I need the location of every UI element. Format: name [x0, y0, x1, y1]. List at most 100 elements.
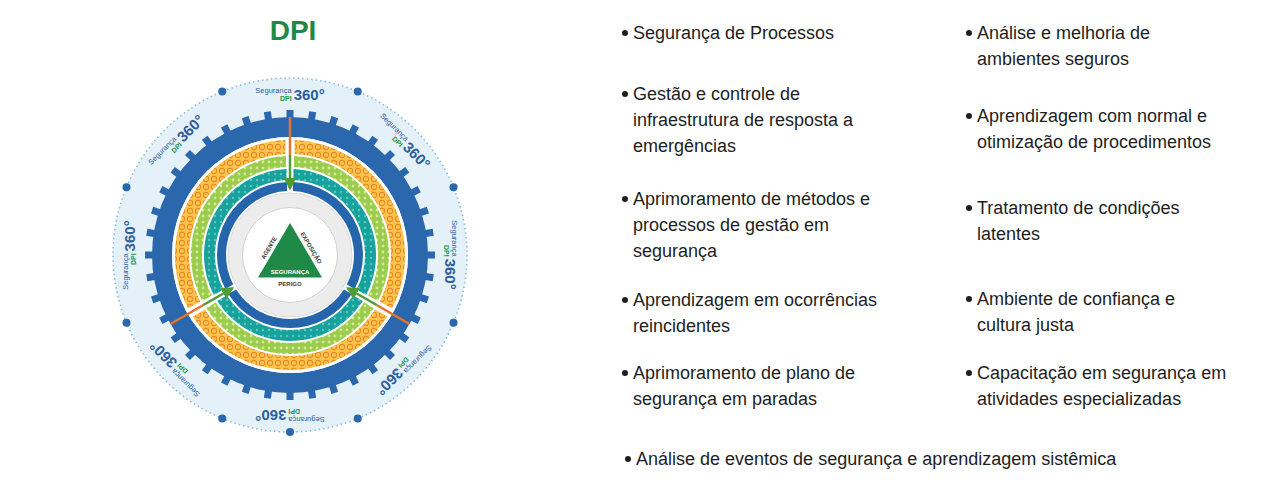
ring-number: 360°	[147, 338, 180, 371]
list-item: Ambiente de confiança e cultura justa	[977, 286, 1230, 338]
ring-dot	[450, 183, 458, 191]
bullet	[622, 370, 628, 376]
list-item: Aprendizagem com normal e otimização de …	[977, 103, 1230, 155]
ring-number: 360°	[400, 139, 433, 172]
ring-dot	[122, 183, 130, 191]
divider-arrow	[289, 155, 292, 188]
diagram-title: DPI	[193, 14, 393, 48]
gear-tooth	[384, 349, 395, 360]
ring-dot	[354, 87, 362, 95]
list-item: Análise de eventos de segurança e aprend…	[636, 446, 1256, 472]
gear-tooth	[146, 229, 156, 237]
list-item-text: Capacitação em segurança em atividades e…	[977, 360, 1230, 412]
ring-number: 360°	[255, 407, 286, 423]
gear-tooth	[410, 314, 421, 324]
gear-tooth	[367, 136, 378, 147]
bullet	[622, 196, 628, 202]
gear-tooth	[145, 252, 154, 259]
circle-outline	[243, 208, 338, 303]
gear-tooth	[185, 150, 196, 161]
ring-dot	[122, 319, 130, 327]
gear-tooth	[424, 229, 434, 237]
bullet	[622, 30, 628, 36]
ring-label: Segurança	[450, 220, 458, 256]
gear-tooth	[418, 207, 429, 216]
list-item-text: Gestão e controle de infraestrutura de r…	[633, 81, 895, 159]
ring-number: 360°	[294, 87, 325, 103]
ring-label: Segurança	[288, 415, 324, 423]
divider-line	[170, 305, 203, 324]
ring-label: Segurança	[122, 253, 130, 289]
bullet	[966, 113, 972, 119]
list-item: Gestão e controle de infraestrutura de r…	[633, 81, 895, 159]
list-item-text: Aprendizagem em ocorrências reincidentes	[633, 287, 895, 339]
gear-tooth	[367, 363, 378, 374]
gear-tooth	[171, 167, 182, 178]
ring-label-group: SegurançaDPI360°	[147, 338, 207, 398]
ring-label-stack: SegurançaDPI	[122, 253, 137, 289]
bullet	[622, 91, 628, 97]
gear-tooth	[221, 124, 231, 135]
triangle-outline	[258, 223, 322, 277]
ring-label-stack: SegurançaDPI	[170, 362, 206, 398]
gear-tooth	[349, 124, 359, 135]
list-item-text: Tratamento de condições latentes	[977, 195, 1230, 247]
ring-dot	[218, 415, 226, 423]
ring-dot	[354, 415, 362, 423]
bullet	[966, 205, 972, 211]
bullet	[622, 297, 628, 303]
gear-tooth	[287, 391, 294, 400]
gear-tooth	[202, 136, 213, 147]
bullet	[966, 296, 972, 302]
gear-tooth	[221, 375, 231, 386]
ring-number: 360°	[442, 259, 458, 290]
gear-tooth	[264, 111, 272, 121]
ring-label-group: SegurançaDPI360°	[122, 220, 138, 289]
ring-label-group: SegurançaDPI360°	[147, 112, 207, 172]
gear-tooth	[159, 314, 170, 324]
ring-label-stack: SegurançaDPI	[373, 112, 409, 148]
list-item-text: Análise e melhoria de ambientes seguros	[977, 20, 1230, 72]
outer-ring	[113, 78, 467, 432]
gear-tooth	[171, 332, 182, 343]
bullet	[966, 30, 972, 36]
list-item-text: Aprendizagem com normal e otimização de …	[977, 103, 1230, 155]
gear-tooth	[202, 363, 213, 374]
ring-label: DPI	[280, 95, 292, 102]
ring-number: 360°	[373, 365, 406, 398]
list-item-text: Segurança de Processos	[633, 20, 895, 46]
list-item: Segurança de Processos	[633, 20, 895, 46]
gear-tooth	[308, 389, 316, 399]
ring-label: DPI	[130, 253, 137, 265]
gear-tooth	[159, 186, 170, 196]
gear-tooth	[349, 375, 359, 386]
ring-label-group: SegurançaDPI360°	[255, 87, 324, 103]
bullet	[966, 370, 972, 376]
ring-label: Segurança	[255, 87, 291, 95]
gear-ring	[152, 117, 428, 393]
inner-ground	[172, 137, 408, 373]
gear-tooth	[242, 116, 251, 127]
list-item: Aprimoramento de métodos e processos de …	[633, 186, 895, 264]
ring-label-stack: SegurançaDPI	[288, 407, 324, 422]
inner-grey-ring	[228, 193, 352, 317]
list-item: Capacitação em segurança em atividades e…	[977, 360, 1230, 412]
list-item-text: Aprimoramento de métodos e processos de …	[633, 186, 895, 264]
gear-tooth	[242, 383, 251, 394]
gear-tooth	[151, 207, 162, 216]
ring-label-stack: SegurançaDPI	[255, 87, 291, 102]
ring-dot	[286, 428, 294, 436]
ring-dot	[450, 319, 458, 327]
list-item: Aprimoramento de plano de segurança em p…	[633, 360, 895, 412]
gear-tooth	[146, 273, 156, 281]
list-item: Análise e melhoria de ambientes seguros	[977, 20, 1230, 72]
divider-arrow	[348, 289, 377, 306]
gear-tooth	[424, 273, 434, 281]
list-item-text: Ambiente de confiança e cultura justa	[977, 286, 1230, 338]
gear-tooth	[410, 186, 421, 196]
gear-tooth	[308, 111, 316, 121]
ring-label: DPI	[288, 407, 300, 414]
gear-tooth	[329, 116, 338, 127]
ring-label: DPI	[442, 245, 449, 257]
